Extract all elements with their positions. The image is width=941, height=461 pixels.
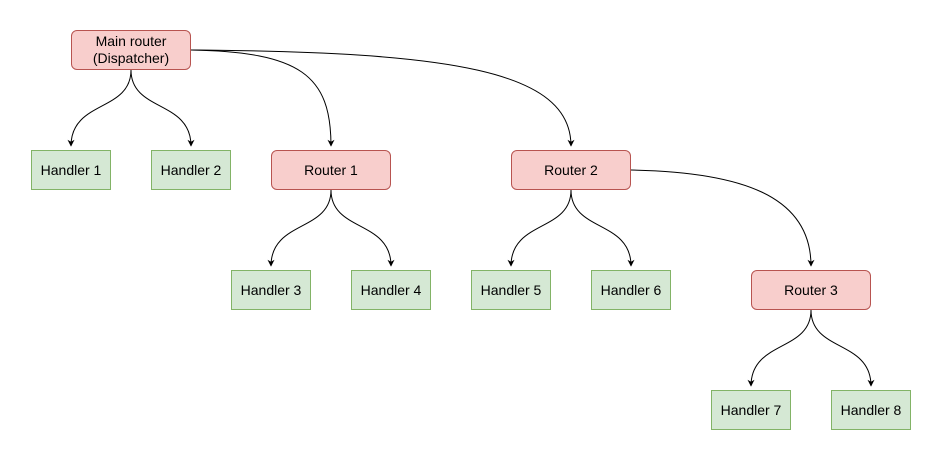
edge-router1-to-handler3 xyxy=(267,189,332,267)
node-handler-6[interactable]: Handler 6 xyxy=(591,270,671,310)
node-router-1[interactable]: Router 1 xyxy=(271,150,391,190)
edge-main-to-router1 xyxy=(190,49,335,147)
node-main-router[interactable]: Main router (Dispatcher) xyxy=(71,30,191,70)
node-handler-4[interactable]: Handler 4 xyxy=(351,270,431,310)
node-handler-5[interactable]: Handler 5 xyxy=(471,270,551,310)
node-handler-3[interactable]: Handler 3 xyxy=(231,270,311,310)
edge-main-to-router2 xyxy=(190,49,575,147)
edge-router2-to-router3 xyxy=(630,169,815,267)
node-handler-8[interactable]: Handler 8 xyxy=(831,390,911,430)
edge-main-to-handler2 xyxy=(130,69,195,147)
edge-router1-to-handler4 xyxy=(330,189,395,267)
node-router-3[interactable]: Router 3 xyxy=(751,270,871,310)
node-handler-1[interactable]: Handler 1 xyxy=(31,150,111,190)
edge-router3-to-handler8 xyxy=(810,309,875,387)
edge-router2-to-handler6 xyxy=(570,189,635,267)
node-router-2[interactable]: Router 2 xyxy=(511,150,631,190)
node-handler-2[interactable]: Handler 2 xyxy=(151,150,231,190)
edge-router3-to-handler7 xyxy=(747,309,812,387)
edge-main-to-handler1 xyxy=(67,69,132,147)
edge-router2-to-handler5 xyxy=(507,189,572,267)
node-handler-7[interactable]: Handler 7 xyxy=(711,390,791,430)
